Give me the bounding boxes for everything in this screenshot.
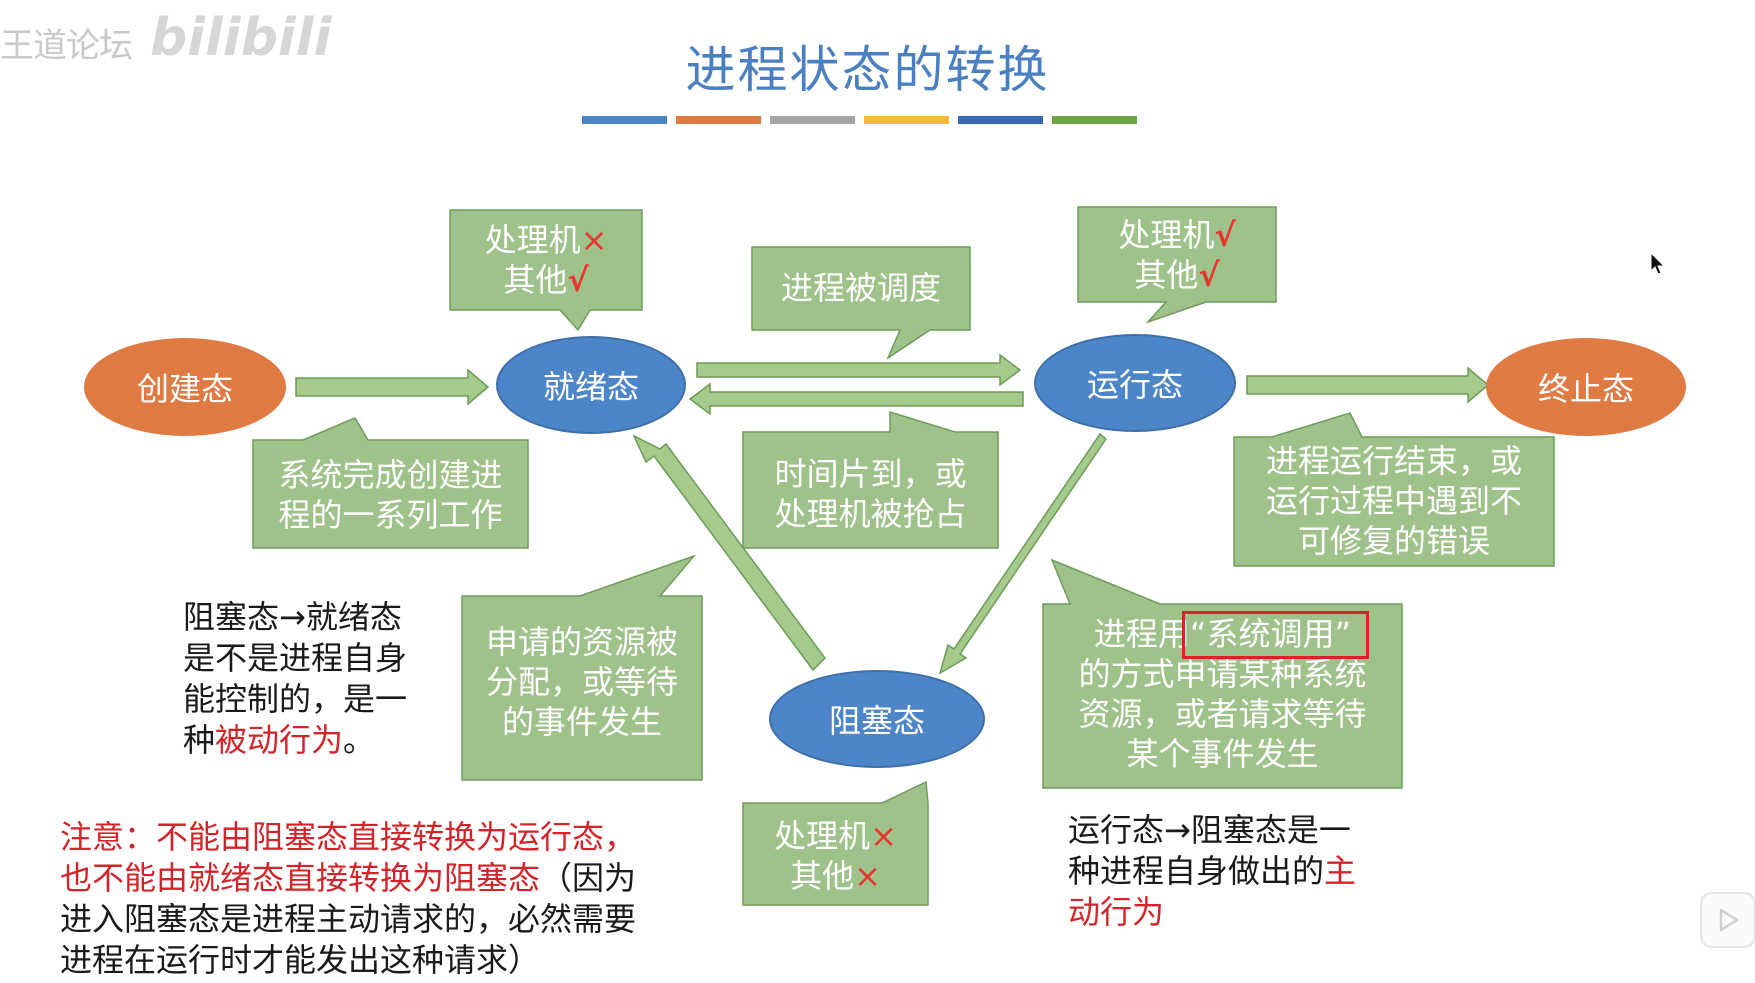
play-button[interactable] (1700, 892, 1755, 948)
state-blocked-label: 阻塞态 (828, 702, 925, 740)
blocked-other-cross-icon: × (854, 857, 881, 895)
title-color-bar (582, 116, 667, 124)
note-timeslice-line2: 处理机被抢占 (774, 495, 967, 533)
state-ready-label: 就绪态 (542, 368, 639, 406)
active-line1: 运行态→阻塞态是一 (1068, 811, 1351, 849)
arrow-running-to-terminated (1246, 366, 1490, 404)
warning-line1: 注意：不能由阻塞态直接转换为运行态， (60, 818, 637, 856)
note-create-done-line2: 程的一系列工作 (278, 496, 503, 534)
ready-cpu-label: 处理机 (484, 221, 581, 259)
warning-line2-black: （因为 (540, 859, 637, 897)
note-syscall-highlight: “系统调用” (1189, 615, 1352, 653)
warning-line2-red: 也不能由就绪态直接转换为阻塞态 (60, 859, 541, 897)
warning-line4: 进程在运行时才能发出这种请求） (60, 941, 541, 979)
blocked-cpu-label: 处理机 (774, 817, 871, 855)
note-timeslice-line1: 时间片到，或 (774, 455, 967, 493)
note-finish-line3: 可修复的错误 (1297, 522, 1490, 560)
arrow-blocked-to-ready (632, 434, 826, 672)
note-timeslice: 时间片到，或 处理机被抢占 (743, 446, 998, 542)
note-syscall-line3: 资源，或者请求等待 (1078, 695, 1367, 733)
note-syscall-shape (1042, 558, 1403, 789)
active-line2-prefix: 种进程自身做出的 (1068, 852, 1325, 890)
note-ready-resources-shape (449, 209, 643, 332)
note-resource-granted-line2: 分配，或等待 (485, 663, 678, 701)
note-scheduled-text: 进程被调度 (780, 269, 941, 307)
watermark-site: 王道论坛 (0, 26, 133, 66)
note-blocked-resources-shape (742, 780, 929, 906)
play-icon (1719, 908, 1739, 932)
ready-other-check-icon: √ (567, 261, 589, 299)
running-cpu-label: 处理机 (1118, 216, 1215, 254)
blocked-cpu-cross-icon: × (870, 817, 897, 855)
watermark-brand-logo: bilibili (150, 8, 332, 68)
bottom-warning-note: 注意：不能由阻塞态直接转换为运行态， 也不能由就绪态直接转换为阻塞态（因为 进入… (60, 817, 636, 981)
arrow-ready-to-running (696, 353, 1022, 387)
running-other-check-icon: √ (1198, 256, 1220, 294)
state-terminated: 终止态 (1486, 338, 1686, 436)
title-color-bar (864, 116, 949, 124)
note-resource-granted-line3: 的事件发生 (501, 703, 662, 741)
note-create-done-shape (252, 417, 529, 549)
note-syscall: 进程用“系统调用” 的方式申请某种系统 资源，或者请求等待 某个事件发生 (1043, 610, 1402, 778)
state-running-label: 运行态 (1086, 366, 1183, 404)
passive-behavior-emphasis: 被动行为 (215, 721, 344, 759)
arrow-running-to-ready (688, 382, 1024, 416)
title-color-bar (958, 116, 1043, 124)
note-finish-line2: 运行过程中遇到不 (1265, 482, 1522, 520)
note-scheduled: 进程被调度 (752, 249, 970, 327)
title-color-bar (676, 116, 761, 124)
note-timeslice-shape (742, 410, 999, 549)
blocked-other-label: 其他 (790, 857, 855, 895)
note-create-done: 系统完成创建进 程的一系列工作 (253, 448, 528, 542)
note-syscall-prefix: 进程用 (1093, 615, 1190, 653)
note-resource-granted: 申请的资源被 分配，或等待 的事件发生 (462, 620, 702, 744)
note-finish-shape (1233, 412, 1555, 567)
note-syscall-line4: 某个事件发生 (1126, 735, 1319, 773)
ready-other-label: 其他 (503, 261, 568, 299)
note-running-resources-shape (1077, 206, 1277, 324)
note-blocked-resources: 处理机× 其他× (743, 813, 928, 899)
passive-line4-suffix: 。 (343, 721, 376, 759)
arrow-running-to-blocked (938, 432, 1108, 675)
note-resource-granted-shape (461, 554, 703, 781)
arrow-created-to-ready (295, 368, 490, 406)
passive-line3: 能控制的，是一 (183, 680, 408, 718)
passive-line4-prefix: 种 (183, 721, 216, 759)
note-finish: 进程运行结束，或 运行过程中遇到不 可修复的错误 (1234, 440, 1554, 562)
note-syscall-line2: 的方式申请某种系统 (1078, 655, 1367, 693)
active-line3-red: 动行为 (1068, 893, 1165, 931)
state-ready: 就绪态 (496, 336, 686, 434)
passive-line2: 是不是进程自身 (183, 639, 408, 677)
passive-line1: 阻塞态→就绪态 (183, 598, 402, 636)
running-other-label: 其他 (1134, 256, 1199, 294)
ready-cpu-cross-icon: × (580, 221, 608, 259)
state-terminated-label: 终止态 (1537, 370, 1634, 408)
note-scheduled-shape (751, 246, 971, 361)
note-running-resources: 处理机√ 其他√ (1078, 210, 1276, 300)
mouse-cursor-icon (1650, 252, 1666, 275)
active-transition-text: 运行态→阻塞态是一 种进程自身做出的主 动行为 (1068, 810, 1356, 933)
title-color-bar (1052, 116, 1137, 124)
note-create-done-line1: 系统完成创建进 (278, 456, 503, 494)
state-created-label: 创建态 (136, 370, 233, 408)
state-running: 运行态 (1034, 334, 1236, 432)
slide-title: 进程状态的转换 (685, 41, 1050, 99)
note-finish-line1: 进程运行结束，或 (1265, 442, 1522, 480)
warning-line3: 进入阻塞态是进程主动请求的，必然需要 (60, 900, 637, 938)
running-cpu-check-icon: √ (1214, 216, 1236, 254)
title-color-bar (770, 116, 855, 124)
state-blocked: 阻塞态 (769, 670, 985, 768)
state-created: 创建态 (84, 338, 286, 436)
passive-transition-text: 阻塞态→就绪态 是不是进程自身 能控制的，是一 种被动行为。 (183, 597, 407, 761)
note-ready-resources: 处理机× 其他√ (450, 214, 642, 306)
active-line2-red: 主 (1324, 852, 1357, 890)
syscall-highlight-box (1182, 611, 1369, 659)
note-resource-granted-line1: 申请的资源被 (485, 623, 678, 661)
